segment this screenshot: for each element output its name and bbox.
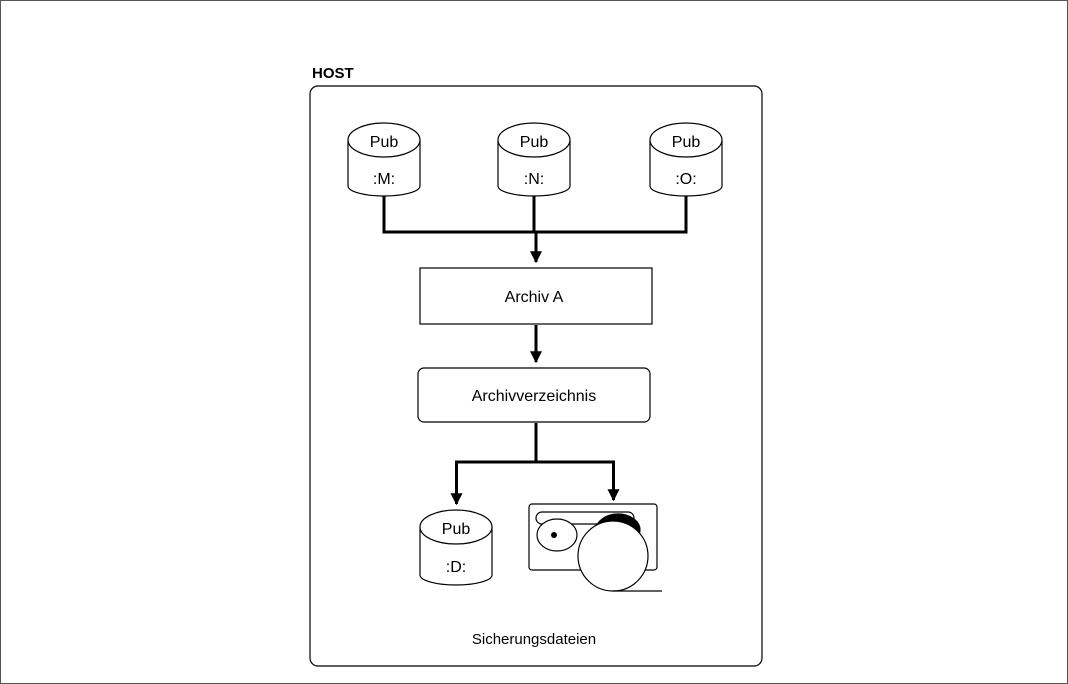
disk-m-bottom-label: :M: [373,171,395,188]
archive-box [419,267,653,325]
disk-d-top-label: Pub [442,521,471,538]
disk-o: Pub :O: [649,122,723,197]
directory-box [417,367,651,423]
host-box [309,85,763,667]
disk-d-bottom-label: :D: [446,559,466,576]
disk-n: Pub :N: [497,122,571,197]
archive-label: Archiv A [505,289,564,306]
disk-m-top-label: Pub [370,134,399,151]
disk-o-top-label: Pub [672,134,701,151]
directory-label: Archivverzeichnis [472,388,596,405]
disk-n-bottom-label: :N: [524,171,544,188]
disk-o-bottom-label: :O: [675,171,696,188]
host-label: HOST [312,65,354,82]
disk-d: Pub :D: [419,509,493,586]
backup-connectors [455,423,615,464]
disk-m: Pub :M: [347,122,421,197]
backup-label: Sicherungsdateien [472,631,596,648]
disk-connectors [382,196,688,234]
disk-n-top-label: Pub [520,134,549,151]
tape-drive-icon [528,503,662,592]
